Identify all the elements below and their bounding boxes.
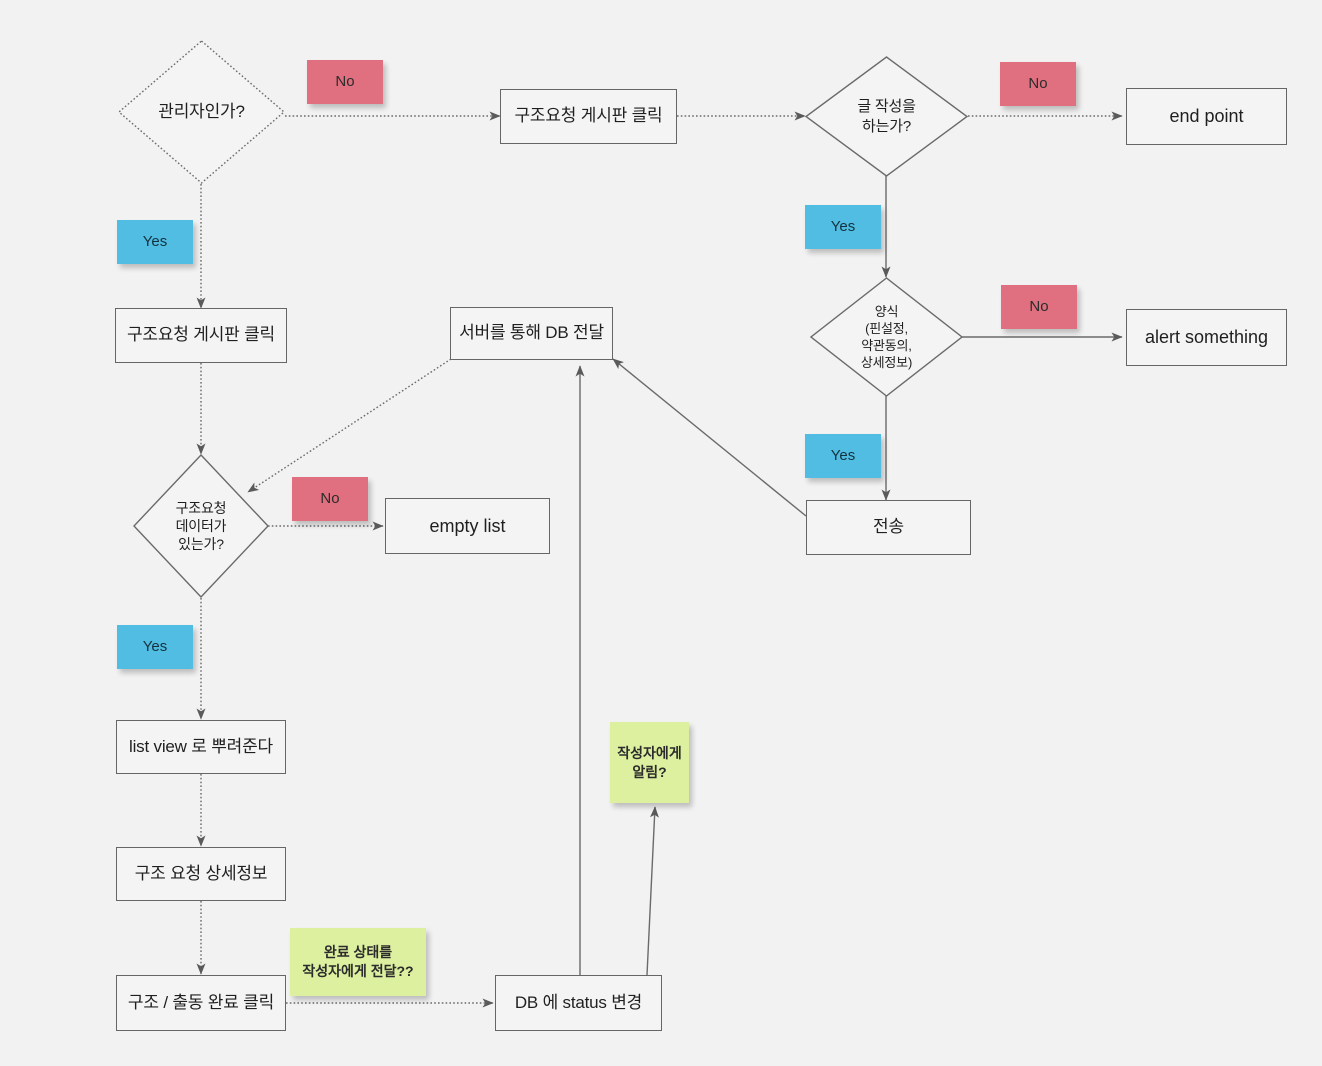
sticky-yes-write-post-label: Yes bbox=[830, 217, 856, 235]
note-deliver-complete-status-label: 완료 상태를 작성자에게 전달?? bbox=[302, 944, 414, 979]
edge-send-to-dbdeliver bbox=[612, 358, 807, 517]
step-click-rescue-dispatch-complete-label: 구조 / 출동 완료 클릭 bbox=[127, 992, 275, 1012]
sticky-yes-has-data[interactable]: Yes bbox=[117, 625, 193, 669]
note-deliver-complete-status[interactable]: 완료 상태를 작성자에게 전달?? bbox=[290, 928, 426, 996]
step-rescue-request-detail[interactable]: 구조 요청 상세정보 bbox=[116, 847, 286, 901]
sticky-yes-admin-label: Yes bbox=[142, 232, 168, 250]
step-alert-something[interactable]: alert something bbox=[1126, 309, 1287, 366]
step-render-list-view-label: list view 로 뿌려준다 bbox=[129, 736, 273, 756]
decision-has-rescue-data-label: 구조요청 데이터가 있는가? bbox=[175, 499, 227, 553]
sticky-no-form-label: No bbox=[1029, 297, 1049, 315]
sticky-no-admin[interactable]: No bbox=[307, 60, 383, 104]
sticky-no-write-post[interactable]: No bbox=[1000, 62, 1076, 106]
diamond-shape-icon bbox=[133, 454, 269, 598]
edge-dbdeliver-to-hasdata bbox=[247, 358, 452, 493]
sticky-yes-form[interactable]: Yes bbox=[805, 434, 881, 478]
sticky-yes-form-label: Yes bbox=[830, 446, 856, 464]
note-notify-author[interactable]: 작성자에게 알림? bbox=[610, 722, 689, 803]
decision-write-post-label: 글 작성을 하는가? bbox=[857, 98, 916, 135]
step-click-rescue-board-left[interactable]: 구조요청 게시판 클릭 bbox=[115, 308, 287, 363]
decision-form-valid[interactable]: 양식 (핀설정, 약관동의, 상세정보) bbox=[810, 277, 963, 397]
sticky-yes-admin[interactable]: Yes bbox=[117, 220, 193, 264]
sticky-no-has-data[interactable]: No bbox=[292, 477, 368, 521]
decision-write-post[interactable]: 글 작성을 하는가? bbox=[805, 56, 968, 177]
step-change-db-status[interactable]: DB 에 status 변경 bbox=[495, 975, 662, 1031]
sticky-yes-has-data-label: Yes bbox=[142, 637, 168, 655]
sticky-no-admin-label: No bbox=[335, 72, 355, 90]
terminal-end-point-label: end point bbox=[1169, 106, 1244, 127]
diamond-shape-icon bbox=[118, 40, 285, 184]
step-deliver-db-via-server-label: 서버를 통해 DB 전달 bbox=[459, 323, 604, 343]
decision-form-valid-label: 양식 (핀설정, 약관동의, 상세정보) bbox=[860, 303, 913, 371]
step-send-label: 전송 bbox=[873, 517, 904, 537]
diamond-shape-icon bbox=[810, 277, 963, 397]
step-click-rescue-board-left-label: 구조요청 게시판 클릭 bbox=[126, 325, 275, 345]
diamond-shape-icon bbox=[805, 56, 968, 177]
step-deliver-db-via-server[interactable]: 서버를 통해 DB 전달 bbox=[450, 307, 613, 360]
step-alert-something-label: alert something bbox=[1144, 327, 1269, 348]
step-change-db-status-label: DB 에 status 변경 bbox=[514, 992, 643, 1012]
step-empty-list[interactable]: empty list bbox=[385, 498, 550, 554]
sticky-no-write-post-label: No bbox=[1028, 74, 1048, 92]
decision-has-rescue-data[interactable]: 구조요청 데이터가 있는가? bbox=[133, 454, 269, 598]
sticky-yes-write-post[interactable]: Yes bbox=[805, 205, 881, 249]
decision-is-admin-label: 관리자인가? bbox=[158, 101, 245, 121]
step-send[interactable]: 전송 bbox=[806, 500, 971, 555]
step-rescue-request-detail-label: 구조 요청 상세정보 bbox=[134, 863, 268, 883]
step-render-list-view[interactable]: list view 로 뿌려준다 bbox=[116, 720, 286, 774]
decision-is-admin[interactable]: 관리자인가? bbox=[118, 40, 285, 184]
step-click-rescue-board-top[interactable]: 구조요청 게시판 클릭 bbox=[500, 89, 677, 144]
note-notify-author-label: 작성자에게 알림? bbox=[617, 744, 682, 780]
sticky-no-form[interactable]: No bbox=[1001, 285, 1077, 329]
step-click-rescue-board-top-label: 구조요청 게시판 클릭 bbox=[514, 106, 663, 126]
step-empty-list-label: empty list bbox=[429, 515, 506, 536]
terminal-end-point[interactable]: end point bbox=[1126, 88, 1287, 145]
edge-dbstatus-to-note bbox=[646, 806, 659, 976]
step-click-rescue-dispatch-complete[interactable]: 구조 / 출동 완료 클릭 bbox=[116, 975, 286, 1031]
sticky-no-has-data-label: No bbox=[320, 489, 340, 507]
